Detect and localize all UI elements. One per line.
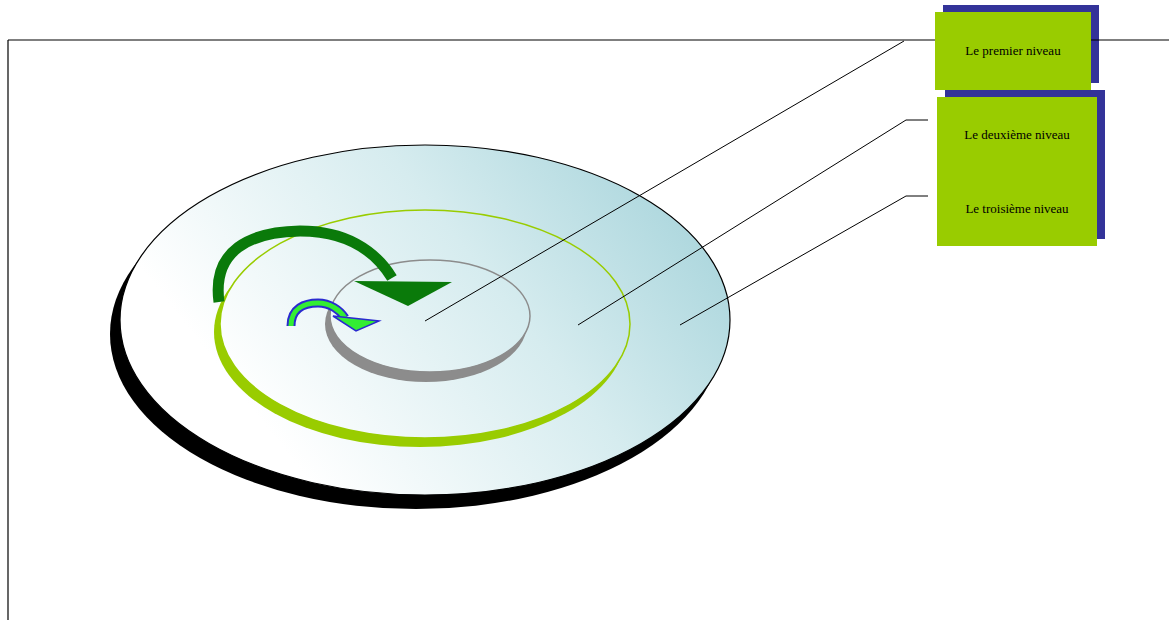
leader-line <box>578 120 928 325</box>
frame-line <box>7 40 8 620</box>
green-ring <box>220 210 630 438</box>
small-curved-arrow <box>291 303 345 326</box>
curved-arrow <box>218 231 392 302</box>
level-label: Le deuxième niveau <box>964 127 1069 143</box>
level-label: Le premier niveau <box>965 43 1060 59</box>
outer-disc <box>120 145 730 495</box>
label-box: Le premier niveau <box>935 12 1091 90</box>
leader-line <box>425 41 904 321</box>
leader-line <box>680 196 928 325</box>
small-curved-arrow <box>291 303 345 326</box>
label-box: Le deuxième niveau <box>937 97 1097 172</box>
arrow-head <box>354 281 452 306</box>
label-box: Le troisième niveau <box>937 172 1097 246</box>
small-arrow-head <box>333 316 379 331</box>
level-label: Le troisième niveau <box>965 201 1068 217</box>
